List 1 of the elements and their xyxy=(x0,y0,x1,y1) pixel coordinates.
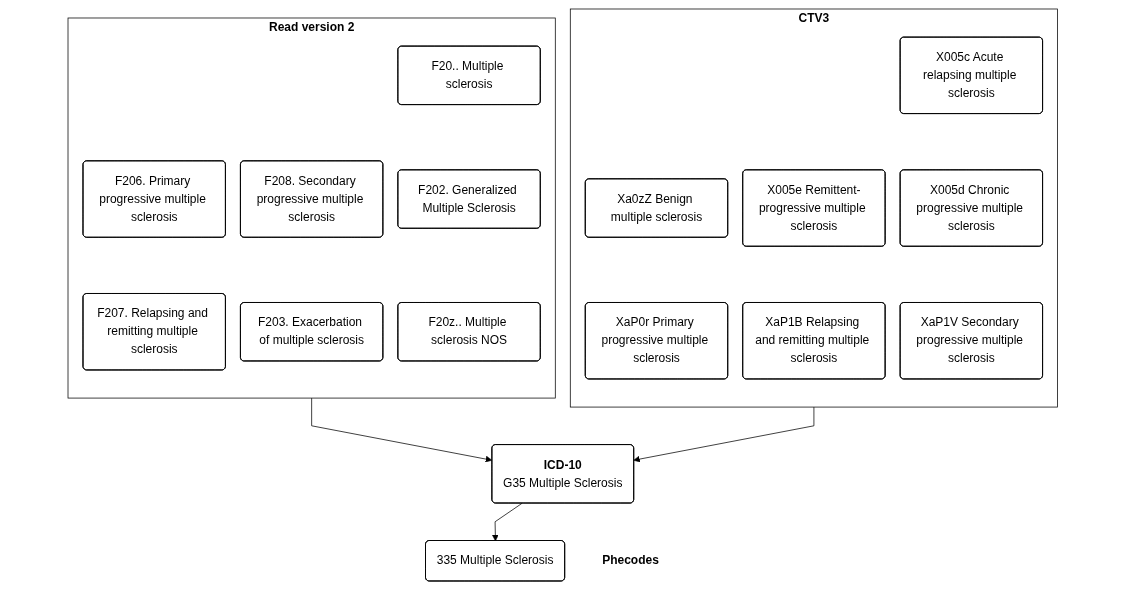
node-label: Phecodes xyxy=(602,554,660,567)
